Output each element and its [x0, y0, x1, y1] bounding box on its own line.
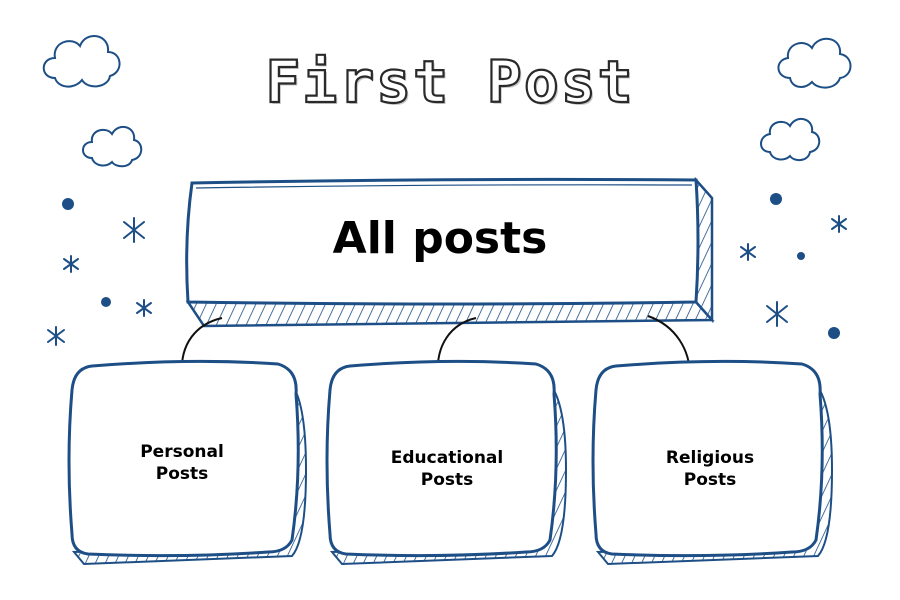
child-label-line2: Posts: [420, 470, 474, 490]
root-node-label: All posts: [332, 213, 548, 264]
child-label-line2: Posts: [155, 464, 209, 484]
page-title: First Post: [264, 47, 635, 117]
child-node-religious: [591, 359, 834, 566]
cloud-icon: [777, 38, 852, 89]
cloud-icon: [42, 35, 121, 88]
child-label-religious: Religious Posts: [610, 447, 810, 491]
child-label-line1: Religious: [665, 448, 755, 468]
cloud-icon: [82, 125, 143, 168]
child-label-line2: Posts: [683, 470, 737, 490]
child-label-educational: Educational Posts: [347, 447, 547, 491]
star-icon: [47, 215, 847, 346]
child-label-line1: Educational: [390, 448, 504, 468]
child-label-line1: Personal: [140, 442, 224, 462]
root-node: [185, 176, 715, 328]
cloud-icon: [760, 117, 821, 162]
child-node-educational: [325, 359, 568, 566]
child-node-personal: [67, 359, 308, 566]
decorative-dots: [62, 193, 840, 339]
child-label-personal: Personal Posts: [82, 441, 282, 485]
